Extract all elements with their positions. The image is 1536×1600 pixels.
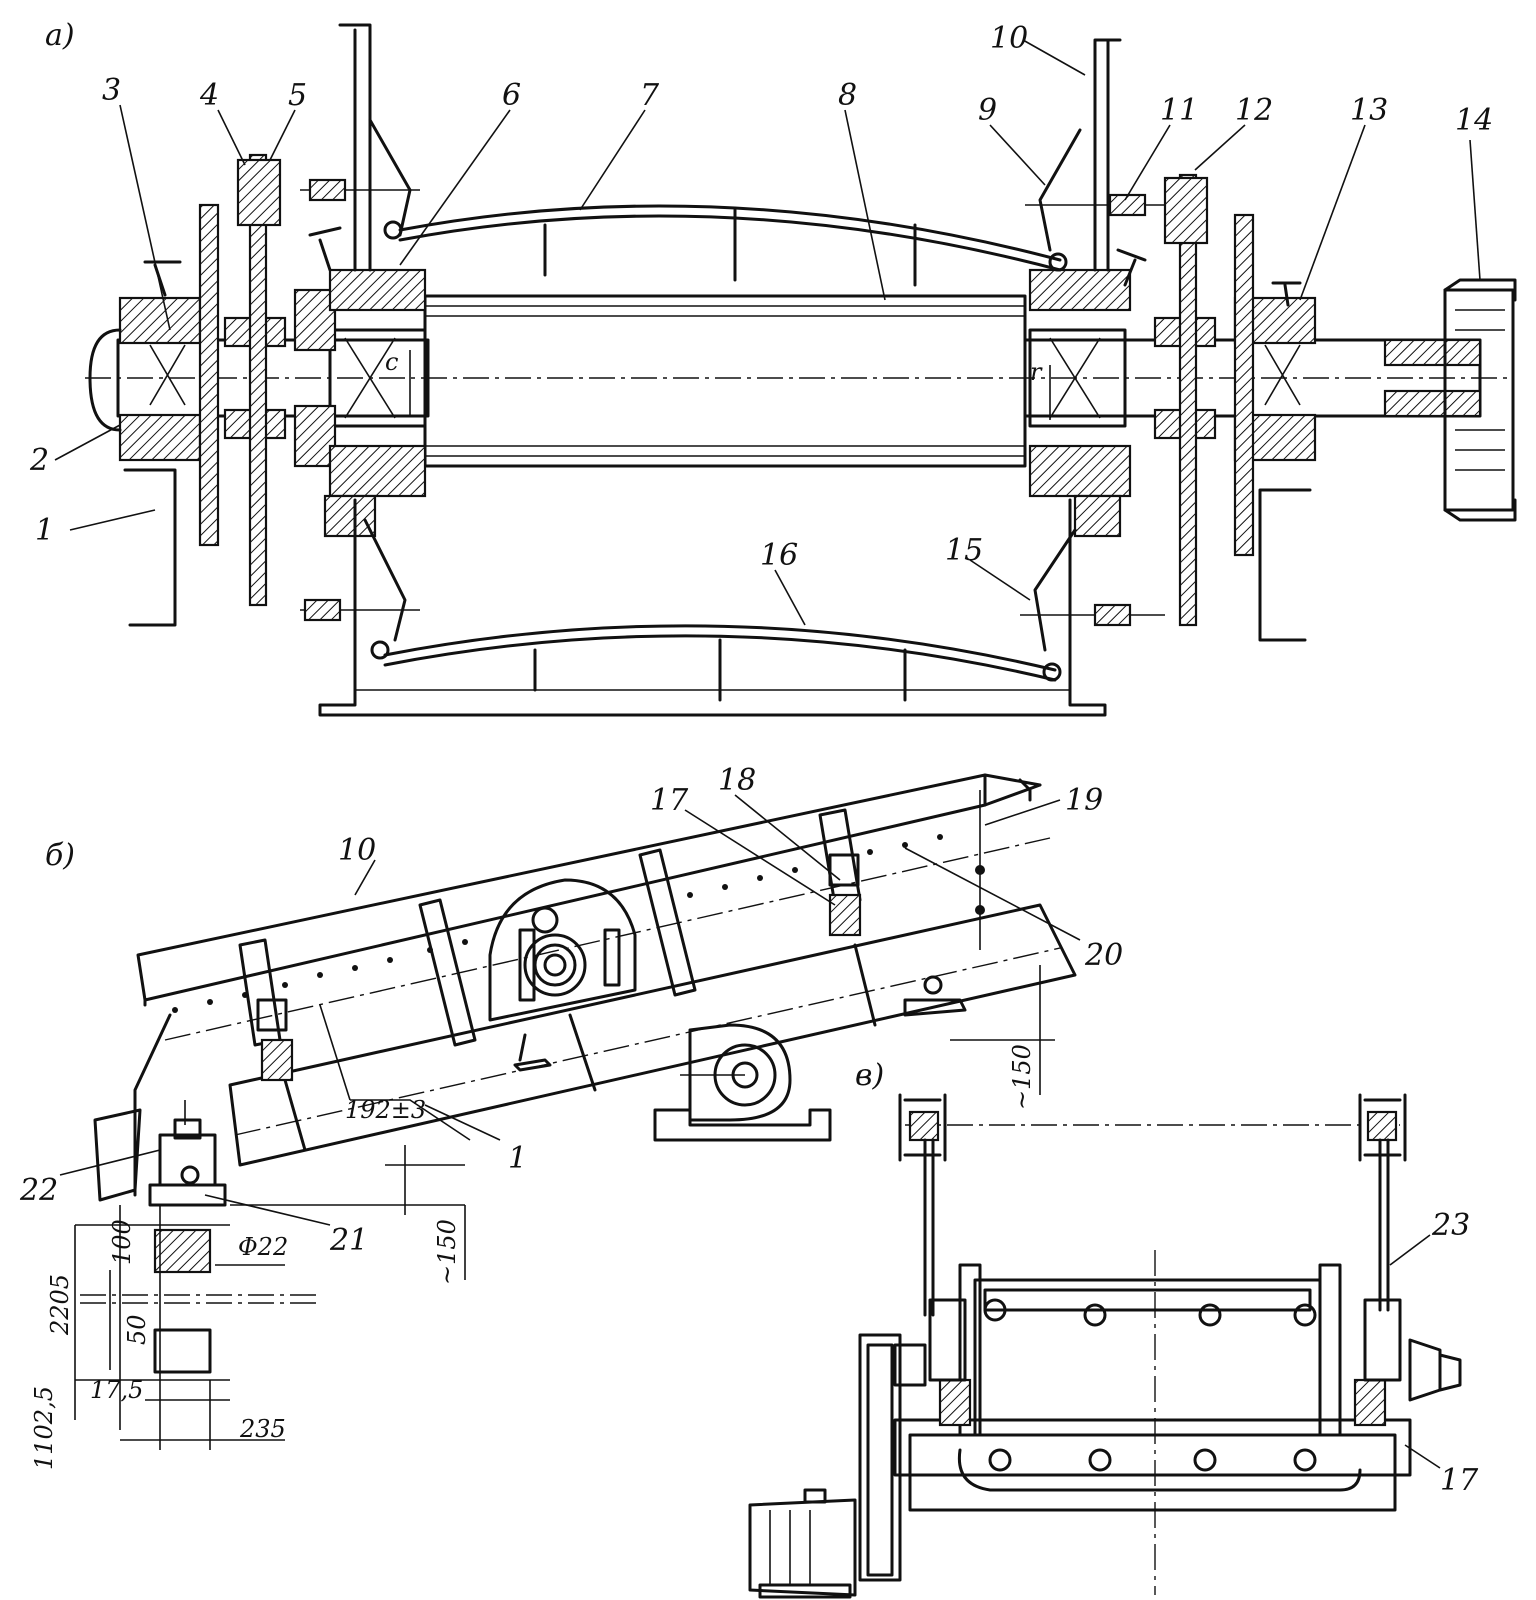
leader-17 bbox=[1404, 1444, 1441, 1469]
view-b-dimensions bbox=[74, 965, 1055, 1450]
part-number-2: 2 bbox=[29, 443, 49, 478]
part-number-b-18: 18 bbox=[718, 763, 756, 798]
part-number-b-22: 22 bbox=[19, 1173, 58, 1208]
front-support bbox=[80, 1100, 320, 1374]
part-number-10: 10 bbox=[990, 21, 1028, 56]
left-bearing-housing bbox=[88, 268, 427, 538]
view-b-part-numbers: 10 17 18 19 20 1 21 22 bbox=[19, 763, 1123, 1258]
end-springs bbox=[928, 1298, 1462, 1427]
dim-gap: 192±3 bbox=[345, 1096, 426, 1124]
part-number-12: 12 bbox=[1235, 93, 1273, 128]
part-number-c-17: 17 bbox=[1440, 1463, 1479, 1498]
view-b-title: б) bbox=[45, 838, 75, 873]
part-number-6: 6 bbox=[502, 78, 521, 113]
part-number-11: 11 bbox=[1160, 93, 1198, 128]
view-a-leaders bbox=[54, 39, 1481, 626]
part-number-16: 16 bbox=[760, 538, 798, 573]
dim-17-5: 17,5 bbox=[90, 1376, 143, 1404]
leader-23 bbox=[1389, 1234, 1431, 1266]
main-tube bbox=[423, 294, 1027, 468]
support-springs bbox=[256, 853, 862, 1082]
view-a-section: а) bbox=[29, 18, 1517, 717]
part-number-7: 7 bbox=[640, 78, 660, 113]
dim-100: 100 bbox=[108, 1219, 136, 1265]
part-number-b-21: 21 bbox=[329, 1223, 368, 1258]
dim-1102-5: 1102,5 bbox=[30, 1386, 58, 1470]
part-number-c-23: 23 bbox=[1431, 1208, 1470, 1243]
part-number-13: 13 bbox=[1350, 93, 1388, 128]
dim-height-rear: ~150 bbox=[1008, 1044, 1036, 1110]
part-number-b-1: 1 bbox=[508, 1141, 527, 1176]
side-panels bbox=[318, 23, 1122, 717]
part-number-b-19: 19 bbox=[1065, 783, 1103, 818]
dim-height-front: ~150 bbox=[433, 1219, 461, 1285]
tension-springs bbox=[143, 118, 1302, 652]
view-b-leaders bbox=[59, 794, 1081, 1226]
part-number-4: 4 bbox=[199, 78, 219, 113]
part-number-b-20: 20 bbox=[1084, 938, 1123, 973]
stiffeners bbox=[238, 808, 877, 1152]
hanger-beams bbox=[898, 1093, 1407, 1317]
pulley bbox=[1443, 278, 1517, 522]
end-box bbox=[893, 1250, 1412, 1595]
right-frame bbox=[1163, 173, 1312, 642]
part-number-8: 8 bbox=[838, 78, 857, 113]
part-number-15: 15 bbox=[945, 533, 983, 568]
gap-mark-right: r bbox=[1030, 358, 1043, 386]
vibrator-housing bbox=[488, 878, 637, 1072]
right-bearing-housing bbox=[1028, 268, 1482, 538]
view-b-side: б) bbox=[19, 763, 1123, 1470]
left-frame bbox=[123, 153, 282, 627]
view-a-title: а) bbox=[45, 18, 75, 53]
view-c-end: в) bbox=[748, 1058, 1479, 1599]
part-number-14: 14 bbox=[1455, 103, 1493, 138]
top-screen-deck bbox=[383, 204, 1068, 287]
drive-motor bbox=[653, 1023, 832, 1142]
gap-marks: c r bbox=[385, 348, 1051, 420]
dim-phi22: Φ22 bbox=[238, 1233, 288, 1261]
part-number-9: 9 bbox=[978, 93, 997, 128]
inclined-box bbox=[93, 773, 1077, 1202]
view-a-part-numbers: 1 2 3 4 5 6 7 8 9 10 11 12 13 14 15 16 bbox=[29, 21, 1493, 573]
part-number-3: 3 bbox=[102, 73, 121, 108]
part-number-b-10: 10 bbox=[338, 833, 376, 868]
rear-support bbox=[903, 778, 1032, 1017]
view-c-title: в) bbox=[855, 1058, 884, 1093]
dim-50: 50 bbox=[123, 1314, 151, 1345]
dim-235: 235 bbox=[239, 1415, 286, 1443]
part-number-1: 1 bbox=[35, 513, 54, 548]
part-number-5: 5 bbox=[288, 78, 307, 113]
view-b-dimension-texts: 192±3 ~150 ~150 Φ22 100 2205 50 17,5 110… bbox=[30, 1044, 1036, 1470]
dim-2205: 2205 bbox=[46, 1274, 74, 1336]
end-belt-drive bbox=[748, 1333, 927, 1599]
gap-mark-left: c bbox=[385, 348, 398, 376]
bottom-screen-deck bbox=[370, 624, 1062, 702]
part-number-b-17: 17 bbox=[650, 783, 689, 818]
screen-dots bbox=[172, 834, 943, 1013]
